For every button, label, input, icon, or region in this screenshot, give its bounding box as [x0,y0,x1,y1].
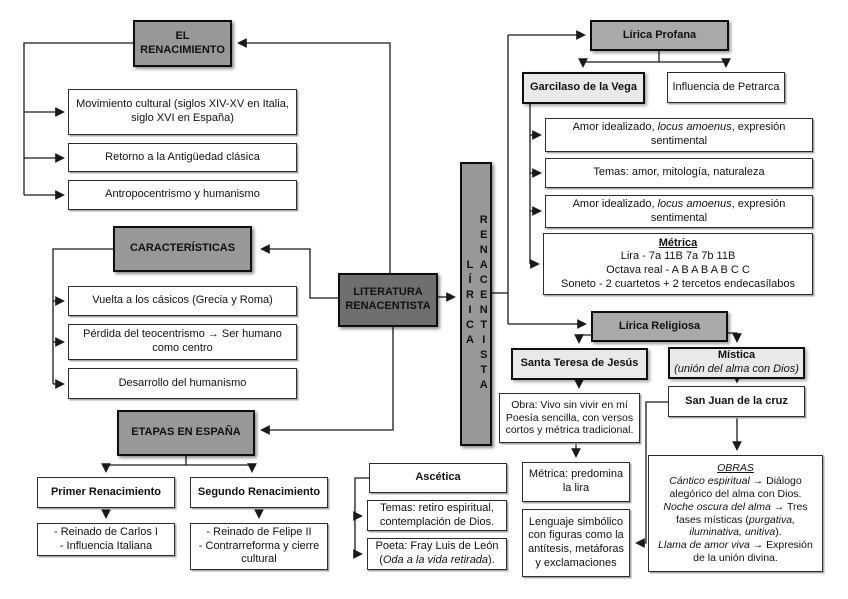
node-obra-santa-teresa: Obra: Vivo sin vivir en mí Poesía sencil… [499,393,640,443]
node-retorno-antiguedad: Retorno a la Antigüedad clásica [68,143,297,172]
node-perdida-teocentrismo: Pérdida del teocentrismo → Ser humano co… [68,324,297,360]
node-desarrollo-humanismo: Desarrollo del humanismo [68,368,297,399]
node-vuelta-clasicos: Vuelta a los cásicos (Grecia y Roma) [68,286,297,316]
node-metrica-santa-teresa: Métrica: predomina la lira [522,462,630,502]
node-mistica: Mística (unión del alma con Dios) [668,347,805,379]
node-amor-idealizado-1: Amor idealizado, locus amoenus, expresió… [545,118,813,152]
node-temas-ascetica: Temas: retiro espiritual, contemplación … [367,500,507,531]
node-literatura-renacentista: LITERATURA RENACENTISTA [338,273,438,327]
node-el-renacimiento: EL RENACIMIENTO [133,20,232,67]
node-lirica-profana: Lírica Profana [590,20,729,51]
node-poeta-fray-luis: Poeta: Fray Luis de León (Oda a la vida … [367,538,507,570]
node-garcilaso: Garcilaso de la Vega [522,72,645,104]
node-temas-profana: Temas: amor, mitología, naturaleza [545,158,813,188]
node-metrica-profana: Métrica Lira - 7a 11B 7a 7b 11B Octava r… [543,233,813,295]
node-segundo-renacimiento: Segundo Renacimiento [190,477,328,508]
node-movimiento-cultural: Movimiento cultural (siglos XIV-XV en It… [68,89,297,135]
node-segundo-detalle: - Reinado de Felipe II - Contrarreforma … [190,523,328,570]
node-lenguaje-simbolico: Lenguaje simbólico con figuras como la a… [522,509,630,577]
node-lirica-religiosa: Lírica Religiosa [591,311,728,342]
node-caracteristicas: CARACTERÍSTICAS [113,226,252,272]
node-amor-idealizado-2: Amor idealizado, locus amoenus, expresió… [545,195,813,228]
node-santa-teresa: Santa Teresa de Jesús [511,348,648,380]
node-antropocentrismo: Antropocentrismo y humanismo [68,180,297,210]
node-lirica-renacentista: LÍRICA RENACENTISTA [460,162,492,446]
node-san-juan: San Juan de la cruz [668,386,805,417]
node-primer-detalle: - Reinado de Carlos I - Influencia Itali… [37,523,175,556]
node-ascetica: Ascética [369,463,507,493]
node-etapas-en-espana: ETAPAS EN ESPAÑA [117,410,255,456]
node-primer-renacimiento: Primer Renacimiento [37,477,175,508]
node-obras-san-juan: OBRAS Cántico espiritual → Diálogo alegó… [648,455,823,572]
node-influencia-petrarca: Influencia de Petrarca [667,72,785,103]
node-el-renacimiento-label: EL RENACIMIENTO [140,29,225,56]
